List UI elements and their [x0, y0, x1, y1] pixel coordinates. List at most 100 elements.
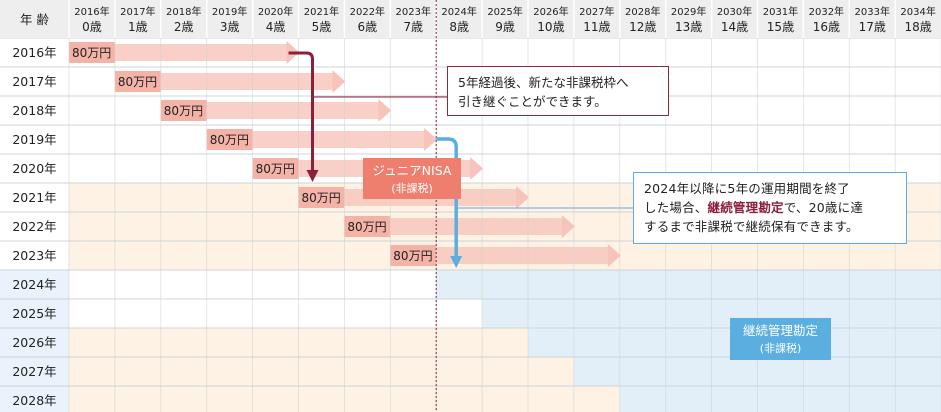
row-year-label: 2020年: [12, 161, 56, 176]
investment-arrowhead: [470, 157, 484, 180]
investment-amount: 80万円: [72, 46, 111, 60]
row-label-background: [0, 241, 69, 270]
row-year-label: 2019年: [12, 132, 56, 147]
continuation-note-highlight: 継続管理勘定: [707, 200, 784, 215]
rollover-arrowhead: [306, 170, 319, 182]
row-year-label: 2018年: [12, 103, 56, 118]
investment-amount: 80万円: [347, 220, 386, 234]
investment-first-year: [390, 245, 437, 266]
header-age: 14歳: [721, 20, 748, 34]
row-label-background: [0, 212, 69, 241]
row-label-background: [0, 270, 69, 299]
header-age: 5歳: [312, 20, 332, 34]
investment-arrowhead: [561, 215, 575, 238]
investment-first-year: [160, 100, 207, 121]
row-label-background: [0, 125, 69, 154]
header-year: 2027年: [579, 5, 614, 18]
investment-arrowhead: [424, 128, 438, 151]
rollover-arrow: [288, 51, 314, 170]
header-year: 2030年: [717, 5, 752, 18]
header-background: [0, 0, 941, 38]
investment-first-year: [69, 42, 115, 63]
investment-first-year: [206, 129, 253, 150]
header-year: 2016年: [74, 5, 109, 18]
row-label-background: [0, 67, 69, 96]
continuation-note: 2024年以降に5年の運用期間を終了 した場合、継続管理勘定で、20歳に達 する…: [633, 172, 907, 244]
investment-amount: 80万円: [164, 104, 203, 118]
header-age: 3歳: [220, 20, 240, 34]
continuation-arrow: [436, 137, 458, 256]
row-label-background: [0, 328, 69, 357]
header-year: 2023年: [396, 5, 431, 18]
investment-arrowhead: [378, 99, 392, 122]
investment-period-bar: [390, 218, 564, 235]
header-age: 16歳: [813, 20, 840, 34]
row-label-background: [0, 299, 69, 328]
header-age: 11歳: [583, 20, 610, 34]
rollover-note: 5年経過後、新たな非課税枠へ 引き継ぐことができます。: [447, 66, 669, 116]
investment-period-bar: [252, 131, 427, 148]
continuation-box: [730, 318, 831, 360]
row-year-label: 2026年: [12, 335, 56, 350]
continuation-note-line2b: で、20歳に達: [783, 200, 864, 215]
row-labels: 2016年2017年2018年2019年2020年2021年2022年2023年…: [12, 45, 56, 408]
header-year: 2029年: [671, 5, 706, 18]
row-background: [69, 125, 941, 154]
row-year-label: 2023年: [12, 248, 56, 263]
investment-amount: 80万円: [393, 249, 432, 263]
row-label-background: [0, 38, 69, 67]
continuation-cells: [436, 270, 941, 299]
row-label-background: [0, 183, 69, 212]
header-age: 1歳: [128, 20, 148, 34]
header-year: 2025年: [487, 5, 522, 18]
continuation-note-line2: した場合、継続管理勘定で、20歳に達: [644, 198, 896, 217]
overlays: ジュニアNISA(非課税)継続管理勘定(非課税): [288, 0, 831, 412]
investment-first-year: [114, 71, 161, 92]
junior-nisa-sublabel: (非課税): [391, 181, 433, 195]
row-year-label: 2021年: [12, 190, 56, 205]
investment-first-year: [344, 216, 391, 237]
continuation-arrowhead: [450, 256, 463, 268]
header-year: 2031年: [763, 5, 798, 18]
continuation-cells: [619, 386, 941, 412]
rollover-note-line1: 5年経過後、新たな非課税枠へ: [458, 75, 629, 90]
investment-first-year: [252, 158, 299, 179]
row-year-label: 2017年: [12, 74, 56, 89]
header-year: 2020年: [258, 5, 293, 18]
investment-amount: 80万円: [210, 133, 249, 147]
header-age: 7歳: [403, 20, 423, 34]
investment-amount: 80万円: [256, 162, 295, 176]
header-year: 2022年: [350, 5, 385, 18]
header-year: 2028年: [625, 5, 660, 18]
header-age: 6歳: [358, 20, 378, 34]
investment-period-bar: [206, 102, 381, 119]
row-label-background: [0, 386, 69, 412]
investment-amount: 80万円: [302, 191, 341, 205]
header-year: 2034年: [900, 5, 935, 18]
investment-arrowhead: [607, 244, 621, 267]
header-corner: 年 齢: [20, 12, 49, 27]
header-year: 2026年: [533, 5, 568, 18]
header-year: 2021年: [304, 5, 339, 18]
header-age: 13歳: [675, 20, 702, 34]
row-label-background: [0, 96, 69, 125]
junior-nisa-label: ジュニアNISA: [373, 163, 452, 178]
continuation-label: 継続管理勘定: [743, 323, 818, 338]
header-age: 10歳: [537, 20, 564, 34]
row-year-label: 2027年: [12, 364, 56, 379]
investment-period-bar: [114, 44, 289, 61]
header-age: 17歳: [859, 20, 886, 34]
rollover-note-line2: 引き継ぐことができます。: [458, 94, 607, 109]
row-year-label: 2024年: [12, 277, 56, 292]
header-age: 15歳: [767, 20, 794, 34]
investment-first-year: [298, 187, 345, 208]
investment-amount: 80万円: [118, 75, 157, 89]
header-age: 0歳: [82, 20, 102, 34]
row-label-background: [0, 154, 69, 183]
header-year: 2024年: [441, 5, 476, 18]
row-year-label: 2016年: [12, 45, 56, 60]
header-age: 18歳: [905, 20, 932, 34]
header-age: 4歳: [266, 20, 286, 34]
